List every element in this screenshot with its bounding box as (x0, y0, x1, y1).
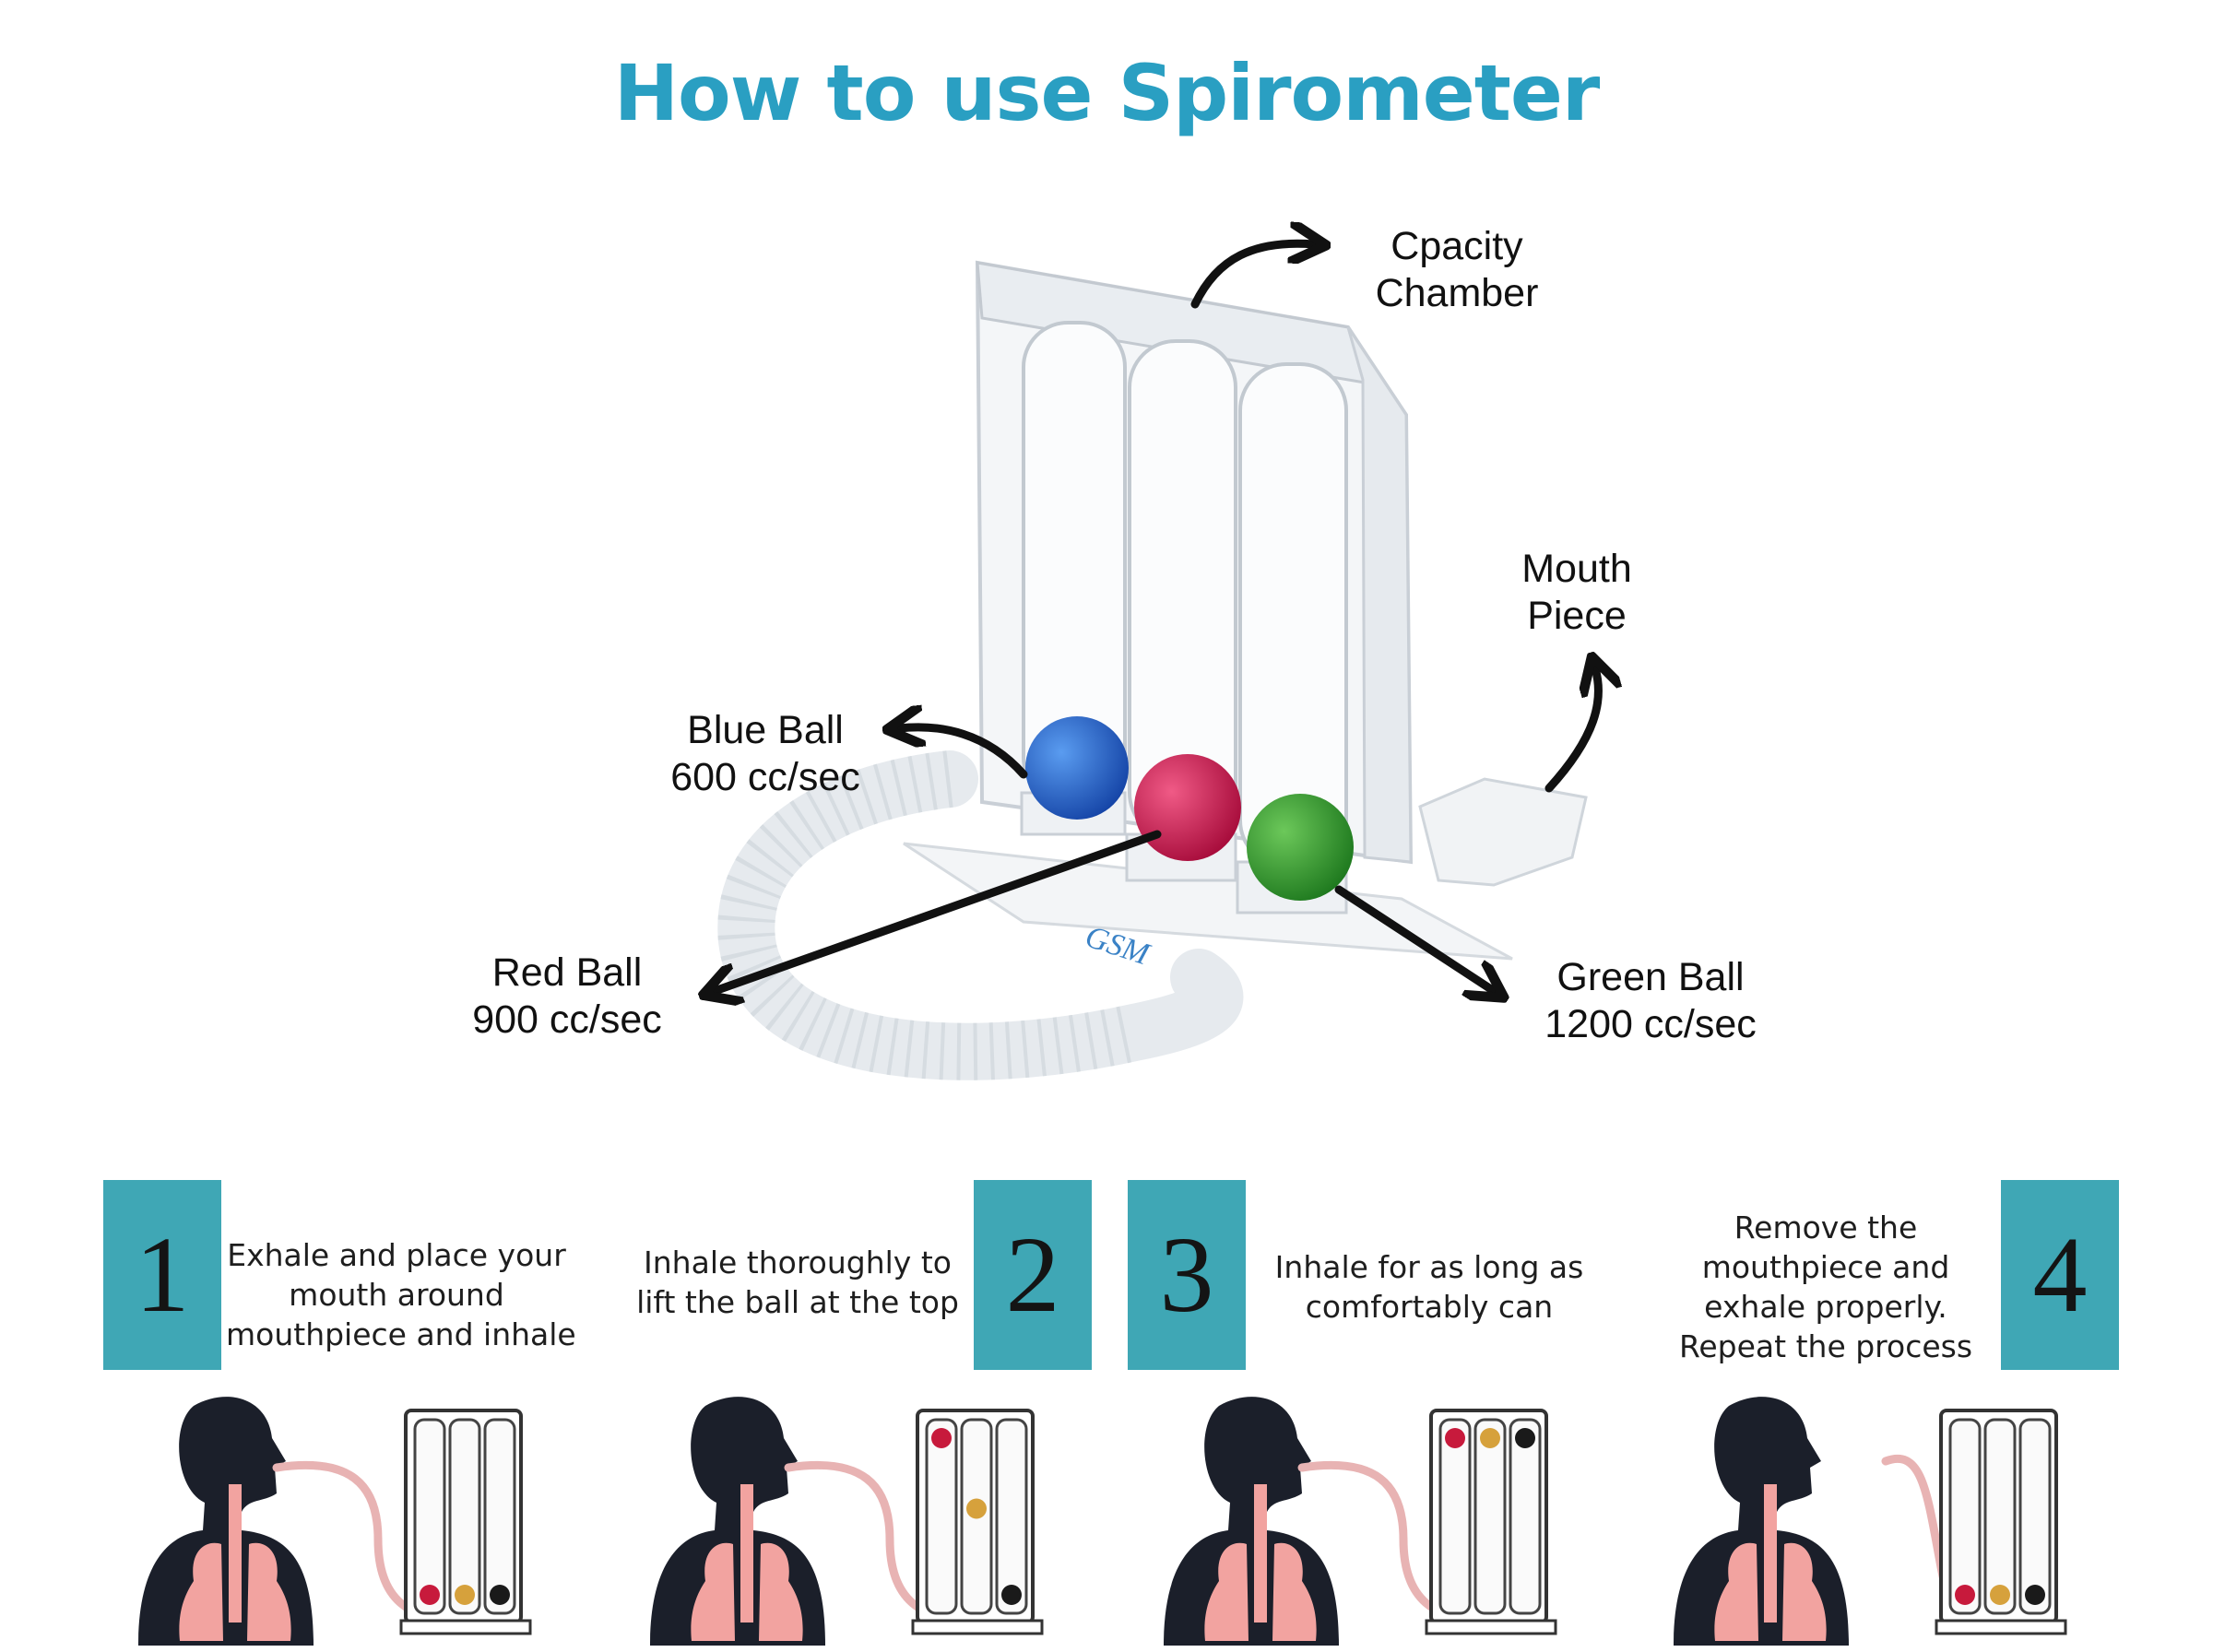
step-2-line-2: lift the ball at the top (636, 1284, 959, 1320)
step-2-illustration (650, 1397, 1044, 1646)
mini-tube (448, 1418, 481, 1615)
mini-ball (2025, 1585, 2045, 1605)
mini-base (911, 1619, 1044, 1635)
mini-tube (1438, 1418, 1472, 1615)
step-2-line-1: Inhale thoroughly to (644, 1245, 952, 1280)
left-lung (1204, 1542, 1249, 1641)
label-red-ball-line-1: Red Ball (491, 950, 643, 995)
arrow-red-ball (715, 830, 1162, 991)
trachea (740, 1484, 753, 1622)
label-blue-ball-line-2: 600 cc/sec (670, 755, 860, 799)
label-capacity-chamber: Cpacity Chamber (1328, 223, 1586, 317)
label-green-ball-line-1: Green Ball (1556, 955, 1745, 999)
step-4-line-3: exhale properly. (1704, 1289, 1947, 1325)
step-4-line-4: Repeat the process (1678, 1328, 1973, 1364)
trachea (1254, 1484, 1267, 1622)
trachea (229, 1484, 242, 1622)
mini-ball (1515, 1428, 1535, 1448)
step-4-number: 4 (2001, 1180, 2119, 1370)
green-ball (1247, 794, 1354, 901)
left-lung (179, 1542, 223, 1641)
right-lung (247, 1542, 291, 1641)
step-1-illustration (138, 1397, 532, 1646)
label-mouth-piece-line-2: Piece (1527, 594, 1627, 638)
label-capacity-chamber-line-2: Chamber (1375, 271, 1539, 315)
mini-ball (931, 1428, 952, 1448)
step-4-line-1: Remove the (1734, 1210, 1918, 1245)
mini-tube (1473, 1418, 1507, 1615)
mini-tube (995, 1418, 1028, 1615)
label-red-ball-line-2: 900 cc/sec (472, 997, 662, 1042)
left-lung (1714, 1542, 1758, 1641)
tube-green (1238, 362, 1348, 868)
red-ball (1134, 754, 1241, 861)
label-mouth-piece: Mouth Piece (1475, 546, 1678, 640)
mini-tube (1983, 1418, 2017, 1615)
left-lung (691, 1542, 735, 1641)
step-4-line-2: mouthpiece and (1701, 1249, 1950, 1285)
right-lung (1782, 1542, 1827, 1641)
step-3-line-2: comfortably can (1305, 1289, 1554, 1325)
mini-base (399, 1619, 532, 1635)
mini-ball (420, 1585, 440, 1605)
mini-ball (1480, 1428, 1500, 1448)
mini-tube (2018, 1418, 2052, 1615)
mini-ball (490, 1585, 510, 1605)
step-2-number: 2 (974, 1180, 1092, 1370)
arrow-blue-ball (899, 727, 1028, 779)
mini-tube (1948, 1418, 1982, 1615)
step-1-text: Exhale and place your mouth around mouth… (226, 1235, 576, 1354)
label-blue-ball: Blue Ball 600 cc/sec (636, 707, 894, 801)
mini-ball (1445, 1428, 1465, 1448)
step-1-line-2: mouth around (289, 1277, 504, 1313)
mini-ball (455, 1585, 475, 1605)
step-4-illustration (1674, 1397, 2067, 1646)
step-3-line-1: Inhale for as long as (1274, 1249, 1584, 1285)
mini-ball (1990, 1585, 2010, 1605)
trachea (1764, 1484, 1777, 1622)
right-lung (1272, 1542, 1317, 1641)
mini-tube (1509, 1418, 1542, 1615)
label-red-ball: Red Ball 900 cc/sec (433, 950, 701, 1044)
arrow-green-ball (1334, 885, 1494, 991)
hose (717, 750, 1244, 1080)
step-1-line-1: Exhale and place your (227, 1237, 566, 1273)
step-4-text: Remove the mouthpiece and exhale properl… (1660, 1208, 1992, 1366)
step-1-number: 1 (103, 1180, 221, 1370)
step-3-number: 3 (1128, 1180, 1246, 1370)
blue-ball (1025, 716, 1129, 820)
label-green-ball-line-2: 1200 cc/sec (1544, 1002, 1757, 1046)
label-capacity-chamber-line-1: Cpacity (1391, 224, 1523, 268)
arrow-mouth-piece (1544, 668, 1598, 793)
mini-ball (966, 1498, 987, 1519)
arrow-capacity-chamber (1190, 243, 1314, 309)
mini-tube (925, 1418, 958, 1615)
mini-ball (1955, 1585, 1975, 1605)
label-blue-ball-line-1: Blue Ball (687, 708, 844, 752)
label-mouth-piece-line-1: Mouth (1521, 547, 1632, 591)
mini-ball (1001, 1585, 1022, 1605)
mini-tube (483, 1418, 516, 1615)
step-1-line-3: mouthpiece and inhale (226, 1316, 576, 1352)
mini-base (1935, 1619, 2067, 1635)
step-3-text: Inhale for as long as comfortably can (1259, 1247, 1600, 1327)
right-lung (759, 1542, 803, 1641)
mini-tube (413, 1418, 446, 1615)
page-title: How to use Spirometer (613, 48, 1601, 138)
mouthpiece (1418, 777, 1588, 887)
step-2-text: Inhale thoroughly to lift the ball at th… (627, 1243, 968, 1322)
mini-base (1425, 1619, 1557, 1635)
step-3-illustration (1164, 1397, 1557, 1646)
label-green-ball: Green Ball 1200 cc/sec (1512, 954, 1789, 1048)
